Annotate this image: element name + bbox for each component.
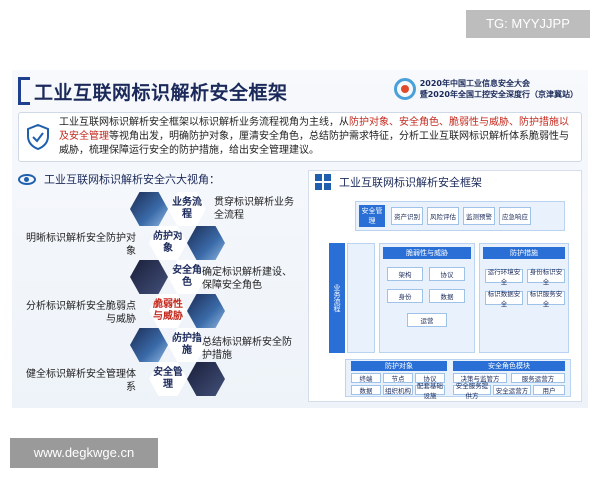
vuln-item: 协议 — [429, 267, 465, 281]
hex-photo — [187, 226, 225, 260]
shield-check-icon — [27, 124, 49, 150]
vuln-item: 身份 — [387, 289, 423, 303]
conference-line2: 暨2020年全国工控安全深度行（京津冀站） — [419, 90, 578, 99]
object-item: 组织机构 — [383, 385, 413, 395]
role-item: 安全服务提供方 — [453, 382, 491, 400]
left-panel-heading: 工业互联网标识解析安全六大视角： — [44, 173, 220, 186]
slide: 工业互联网标识解析安全框架 2020年中国工业信息安全大会 暨2020年全国工控… — [12, 70, 588, 408]
hex-photo — [130, 260, 168, 294]
hex-photo — [130, 328, 168, 362]
intro-text: 工业互联网标识解析安全框架以标识解析业务流程视角为主线，从防护对象、安全角色、脆… — [59, 117, 569, 156]
hex-photo — [187, 362, 225, 396]
role-item: 用户 — [533, 385, 565, 395]
conference-logo: 2020年中国工业信息安全大会 暨2020年全国工控安全深度行（京津冀站） — [393, 78, 578, 100]
hex-vulnerability: 脆弱性与威胁 — [149, 294, 187, 328]
role-title: 安全角色模块 — [453, 361, 565, 371]
title-bar: 工业互联网标识解析安全框架 — [18, 76, 288, 106]
measure-item: 运行环境安全 — [485, 268, 523, 286]
object-item: 节点 — [383, 373, 413, 383]
measure-title: 防护措施 — [483, 247, 565, 259]
hex-cluster: 业务流程 防护对象 安全角色 脆弱性与威胁 防护措施 安全管理 — [130, 192, 230, 402]
watermark-bottom: www.degkwge.cn — [10, 438, 158, 468]
framework-diagram: 安全管理 资产识别 风险评估 监测预警 应急响应 业务流程 脆弱性与威胁 架构 … — [315, 193, 577, 400]
measure-item: 标识数据安全 — [485, 290, 523, 308]
conference-line1: 2020年中国工业信息安全大会 — [419, 79, 530, 88]
label-vulnerability: 分析标识解析安全脆弱点与威胁 — [26, 301, 136, 325]
object-item: 配套基础设施 — [415, 382, 445, 400]
vuln-item: 运营 — [407, 313, 447, 327]
framework-panel: 工业互联网标识解析安全框架 安全管理 资产识别 风险评估 监测预警 应急响应 业… — [308, 170, 582, 402]
hex-protection-measures: 防护措施 — [168, 328, 206, 362]
eye-icon — [18, 173, 36, 185]
business-flow-label: 业务流程 — [329, 243, 345, 353]
label-roles: 确定标识解析建设、保障安全角色 — [202, 267, 292, 291]
top-item: 监测预警 — [463, 207, 495, 225]
right-panel-heading: 工业互联网标识解析安全框架 — [339, 176, 482, 189]
hex-business-flow: 业务流程 — [168, 192, 206, 226]
security-management-label: 安全管理 — [359, 205, 385, 227]
vuln-title: 脆弱性与威胁 — [383, 247, 471, 259]
vuln-item: 架构 — [387, 267, 423, 281]
title-bracket — [18, 77, 30, 105]
conference-badge-icon — [393, 78, 416, 100]
measure-item: 标识服务安全 — [527, 290, 565, 308]
hex-security-role: 安全角色 — [168, 260, 206, 294]
hex-security-management: 安全管理 — [149, 362, 187, 396]
top-item: 资产识别 — [391, 207, 423, 225]
top-item: 应急响应 — [499, 207, 531, 225]
intro-box: 工业互联网标识解析安全框架以标识解析业务流程视角为主线，从防护对象、安全角色、脆… — [18, 112, 582, 162]
object-title: 防护对象 — [351, 361, 447, 371]
object-item: 终端 — [351, 373, 381, 383]
measure-item: 身份标识安全 — [527, 268, 565, 286]
six-perspectives-panel: 工业互联网标识解析安全六大视角： 业务流程 防护对象 安全角色 脆弱性与威胁 防… — [18, 170, 298, 402]
label-measures: 总结标识解析安全防护措施 — [202, 337, 292, 361]
label-protect-object: 明晰标识解析安全防护对象 — [26, 233, 136, 257]
watermark-top: TG: MYYJJPP — [466, 10, 590, 38]
page-title: 工业互联网标识解析安全框架 — [34, 81, 288, 104]
top-zone — [355, 201, 565, 231]
side-zone — [347, 243, 375, 353]
top-item: 风险评估 — [427, 207, 459, 225]
hex-photo — [130, 192, 168, 226]
label-management: 健全标识解析安全管理体系 — [26, 369, 136, 393]
label-business: 贯穿标识解析业务全流程 — [214, 197, 294, 221]
role-item: 安全运营方 — [493, 385, 531, 395]
object-item: 数据 — [351, 385, 381, 395]
grid-icon — [315, 174, 331, 190]
hex-protect-object: 防护对象 — [149, 226, 187, 260]
object-item: 协议 — [415, 373, 445, 383]
vuln-item: 数据 — [429, 289, 465, 303]
role-item: 服务运营方 — [511, 373, 565, 383]
role-item: 决策与监管方 — [453, 373, 507, 383]
hex-photo — [187, 294, 225, 328]
